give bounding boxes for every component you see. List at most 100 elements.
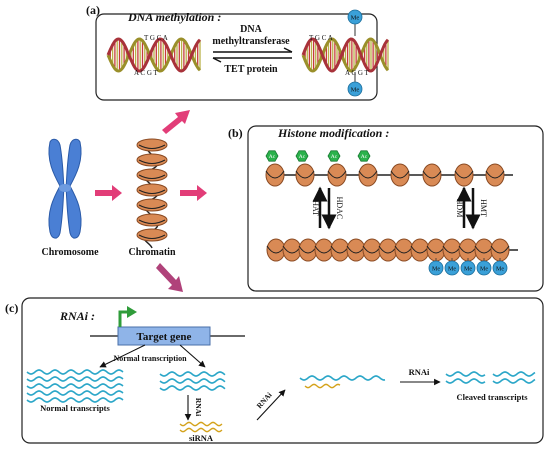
rnai-diagonal-arrow	[256, 389, 286, 421]
chromosome-figure	[48, 138, 82, 239]
panel-c: (c) RNAi : Target gene Normal transcript…	[5, 297, 544, 444]
chromatin-coil	[136, 138, 168, 249]
nucleosome	[136, 183, 168, 197]
transcription-arrow-right	[179, 344, 206, 368]
nucleosome	[136, 168, 168, 182]
mrna-strand	[26, 397, 124, 403]
promoter-icon	[118, 310, 128, 327]
mrna-strand	[159, 378, 226, 384]
equilibrium-arrows	[212, 47, 293, 63]
dna-wrap	[390, 170, 410, 179]
acetyl-mark	[265, 150, 279, 162]
dna-wrap	[138, 174, 166, 180]
methyl-mark	[428, 260, 444, 276]
nucleosome	[358, 163, 378, 187]
hdm-hmt-arrows: HDM HMT	[455, 186, 488, 230]
dna-wrap	[138, 219, 166, 225]
methyl-label: Me	[480, 267, 488, 273]
dna-wrap	[138, 234, 166, 240]
methyl-label-bottom: Me	[351, 87, 360, 94]
acetyl-label: Ac	[331, 154, 338, 160]
dnmt-label-line1: DNA	[240, 24, 262, 35]
sirna-waves	[179, 421, 223, 433]
cleaved-fragment	[492, 378, 536, 384]
dna-strand	[106, 37, 202, 73]
dna-wrap	[265, 170, 285, 179]
cleaved-transcripts-label: Cleaved transcripts	[456, 392, 528, 402]
dna-strand	[301, 37, 390, 73]
dna-wrap	[422, 170, 442, 179]
cleaved-fragment	[445, 371, 486, 377]
target-gene-label: Target gene	[137, 331, 192, 343]
panel-a-tag: (a)	[86, 3, 100, 17]
dna-wrap	[138, 189, 166, 195]
transcription-arrow-left	[99, 344, 146, 368]
methyl-label: Me	[448, 267, 456, 273]
dna-wrap	[138, 204, 166, 210]
dna-wrap	[454, 170, 474, 179]
dna-wrap	[327, 170, 347, 179]
methyl-group-bottom: Me	[347, 72, 363, 97]
acetyl-mark	[357, 150, 371, 162]
nucleosome	[422, 163, 442, 187]
mrna-strand	[26, 376, 124, 382]
nucleosome	[136, 228, 168, 242]
panel-b-title: Histone modification :	[277, 126, 389, 140]
dna-helix-methylated	[301, 37, 390, 73]
seq-bottom-right: A C G T	[345, 69, 370, 77]
mrna-strand	[159, 371, 226, 377]
dna-wrap	[490, 245, 510, 254]
dna-strand	[106, 37, 202, 73]
hat-hdac-arrows: HAT HDAC	[311, 186, 344, 230]
sirna-strand	[304, 383, 341, 389]
arrow-to-panel-b	[180, 185, 207, 201]
normal-transcripts-label: Normal transcripts	[40, 403, 110, 413]
hat-label: HAT	[311, 200, 320, 216]
rnai-label-down: RNAi	[194, 398, 203, 416]
nucleosome	[136, 198, 168, 212]
target-transcripts-waves	[159, 371, 226, 391]
cleaved-fragment	[492, 371, 536, 377]
rnai-label-cleave: RNAi	[409, 367, 430, 377]
panel-b-tag: (b)	[228, 126, 243, 140]
rnai-label-diagonal: RNAi	[255, 391, 274, 411]
arrow-to-panel-a	[162, 110, 190, 134]
panel-c-tag: (c)	[5, 301, 18, 315]
methyl-label: Me	[496, 267, 504, 273]
nucleosome	[265, 163, 285, 187]
panel-c-border	[21, 297, 544, 444]
panel-c-title: RNAi :	[59, 309, 95, 323]
cleaved-fragment	[445, 378, 486, 384]
normal-transcription-label: Normal transcription	[113, 354, 187, 363]
target-gene-box	[117, 326, 211, 346]
mrna-strand	[26, 369, 124, 375]
methyl-mark	[476, 260, 492, 276]
nucleosome	[136, 213, 168, 227]
panel-b-border	[247, 125, 544, 292]
histone-methyl-marks: Me Me Me Me Me	[428, 258, 508, 276]
nucleosome	[327, 163, 347, 187]
seq-top-right: T G C A	[309, 34, 333, 42]
methyl-label: Me	[432, 267, 440, 273]
hmt-label: HMT	[479, 199, 488, 217]
mrna-strand	[159, 385, 226, 391]
cleaved-transcripts-waves	[445, 371, 536, 384]
dna-wrap	[138, 159, 166, 165]
sirna-strand	[179, 427, 223, 433]
hdm-label: HDM	[455, 199, 464, 218]
methyl-label: Me	[464, 267, 472, 273]
nucleosome-row-condensed	[266, 238, 518, 262]
sirna-strand	[179, 421, 223, 427]
seq-bottom-left: A C G T	[134, 69, 159, 77]
arrow-to-panel-c	[156, 263, 183, 292]
tet-label: TET protein	[224, 64, 278, 75]
methyl-label-top: Me	[351, 15, 360, 22]
methyl-mark	[492, 260, 508, 276]
nucleosome	[136, 153, 168, 167]
dna-helix-unmethylated	[106, 37, 202, 73]
chromosome-label: Chromosome	[41, 247, 99, 258]
nucleosome-row-open	[265, 163, 513, 187]
